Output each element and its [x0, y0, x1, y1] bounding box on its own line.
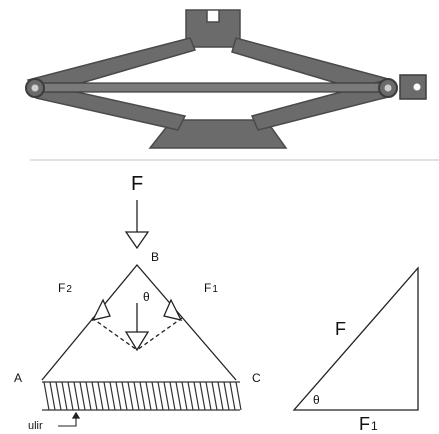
screw-thread-line [79, 381, 86, 411]
screw-thread-icon [42, 381, 242, 411]
screw-thread-line [229, 381, 236, 411]
label-force-f2: F2 [58, 281, 72, 295]
scissor-jack-icon [25, 9, 427, 149]
force-f2-arrow-head [91, 298, 111, 321]
screw-thread-line [103, 381, 110, 411]
center-arrow-head [124, 331, 150, 352]
jack-pivot-left-hole [31, 84, 39, 92]
label-triangle-theta: θ [313, 393, 320, 407]
screw-thread-line [49, 381, 56, 411]
label-point-c: C [252, 371, 261, 385]
screw-thread-line [205, 381, 212, 411]
screw-thread-line [61, 381, 68, 411]
force-diagram [41, 200, 242, 427]
screw-thread-line [97, 381, 104, 411]
screw-thread-line [43, 381, 50, 411]
screw-thread-line [199, 381, 206, 411]
screw-thread-line [133, 381, 140, 411]
jack-screw-rod [35, 82, 393, 93]
screw-thread-line [193, 381, 200, 411]
screw-thread-line [121, 381, 128, 411]
force-f-arrow-head [124, 231, 150, 250]
screw-thread-line [139, 381, 146, 411]
dashed-line-right [136, 317, 183, 351]
screw-thread-line [157, 381, 164, 411]
label-force-f: F [131, 173, 143, 195]
screw-thread-line [223, 381, 230, 411]
jack-crank-hole [413, 83, 421, 91]
label-point-a: A [14, 371, 22, 385]
screw-thread-line [145, 381, 152, 411]
label-screw: ulir [28, 420, 43, 432]
screw-thread-line [85, 381, 92, 411]
triangle-abc [41, 263, 237, 381]
screw-thread-line [91, 381, 98, 411]
screw-thread-line [73, 381, 80, 411]
screw-thread-line [67, 381, 74, 411]
screw-thread-line [181, 381, 188, 411]
label-triangle-base: F1 [359, 414, 378, 434]
screw-thread-line [187, 381, 194, 411]
label-point-b: B [151, 250, 159, 264]
jack-crank-end [399, 74, 427, 100]
screw-thread-line [169, 381, 176, 411]
jack-saddle [185, 9, 241, 48]
screw-thread-line [127, 381, 134, 411]
label-triangle-hypotenuse: F [335, 319, 346, 339]
jack-pivot-right-hole [384, 84, 392, 92]
screw-thread-line [175, 381, 182, 411]
screw-thread-line [235, 381, 242, 411]
dashed-line-left [91, 317, 138, 351]
screw-direction-arrow [58, 416, 77, 427]
force-right-triangle [292, 266, 419, 411]
right-triangle-shape [292, 266, 419, 411]
screw-thread-line [211, 381, 218, 411]
label-theta: θ [143, 290, 150, 304]
screw-thread-line [163, 381, 170, 411]
label-force-f1: F1 [204, 281, 218, 295]
screw-thread-line [115, 381, 122, 411]
screw-direction-arrow-head [71, 411, 81, 419]
force-f1-arrow-head [163, 298, 183, 321]
screw-thread-line [217, 381, 224, 411]
screw-thread-line [109, 381, 116, 411]
screw-thread-line [151, 381, 158, 411]
screw-thread-line [55, 381, 62, 411]
